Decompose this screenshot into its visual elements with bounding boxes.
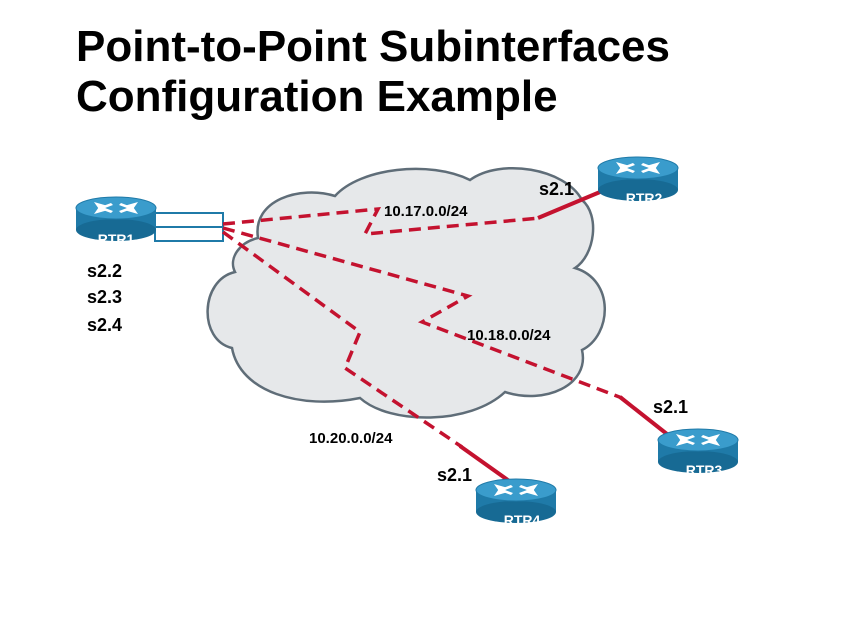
rtr1-interface-3: s2.4	[87, 315, 122, 335]
rtr1-interface-2: s2.3	[87, 287, 122, 307]
rtr2-interface: s2.1	[539, 179, 574, 199]
rtr1-label: RTR1	[98, 231, 135, 247]
rtr1-interface-1: s2.2	[87, 261, 122, 281]
pvc-rtr1-rtr3	[222, 226, 674, 440]
router-icon-rtr2[interactable]: RTR2	[597, 156, 679, 206]
subnet-label-rtr4: 10.20.0.0/24	[309, 430, 393, 447]
subnet-label-rtr3: 10.18.0.0/24	[467, 327, 551, 344]
pvc-rtr1-rtr4	[221, 230, 514, 485]
rtr3-label: RTR3	[686, 462, 723, 478]
page-title: Point-to-Point Subinterfaces Configurati…	[76, 22, 836, 122]
rtr3-interface: s2.1	[653, 397, 688, 417]
pvc-rtr1-rtr2	[222, 190, 601, 237]
rtr1-interface-box	[154, 212, 224, 242]
router-icon-rtr3[interactable]: RTR3	[657, 428, 739, 478]
subnet-label-rtr2: 10.17.0.0/24	[384, 203, 468, 220]
router-icon-rtr4[interactable]: RTR4	[475, 478, 557, 528]
title-line-2: Configuration Example	[76, 72, 558, 121]
rtr4-interface: s2.1	[437, 465, 472, 485]
rtr2-label: RTR2	[626, 190, 663, 206]
frame-relay-cloud-icon	[206, 167, 606, 419]
rtr4-label: RTR4	[504, 512, 541, 528]
title-line-1: Point-to-Point Subinterfaces	[76, 22, 670, 71]
router-icon-rtr1[interactable]: RTR1	[75, 196, 157, 247]
